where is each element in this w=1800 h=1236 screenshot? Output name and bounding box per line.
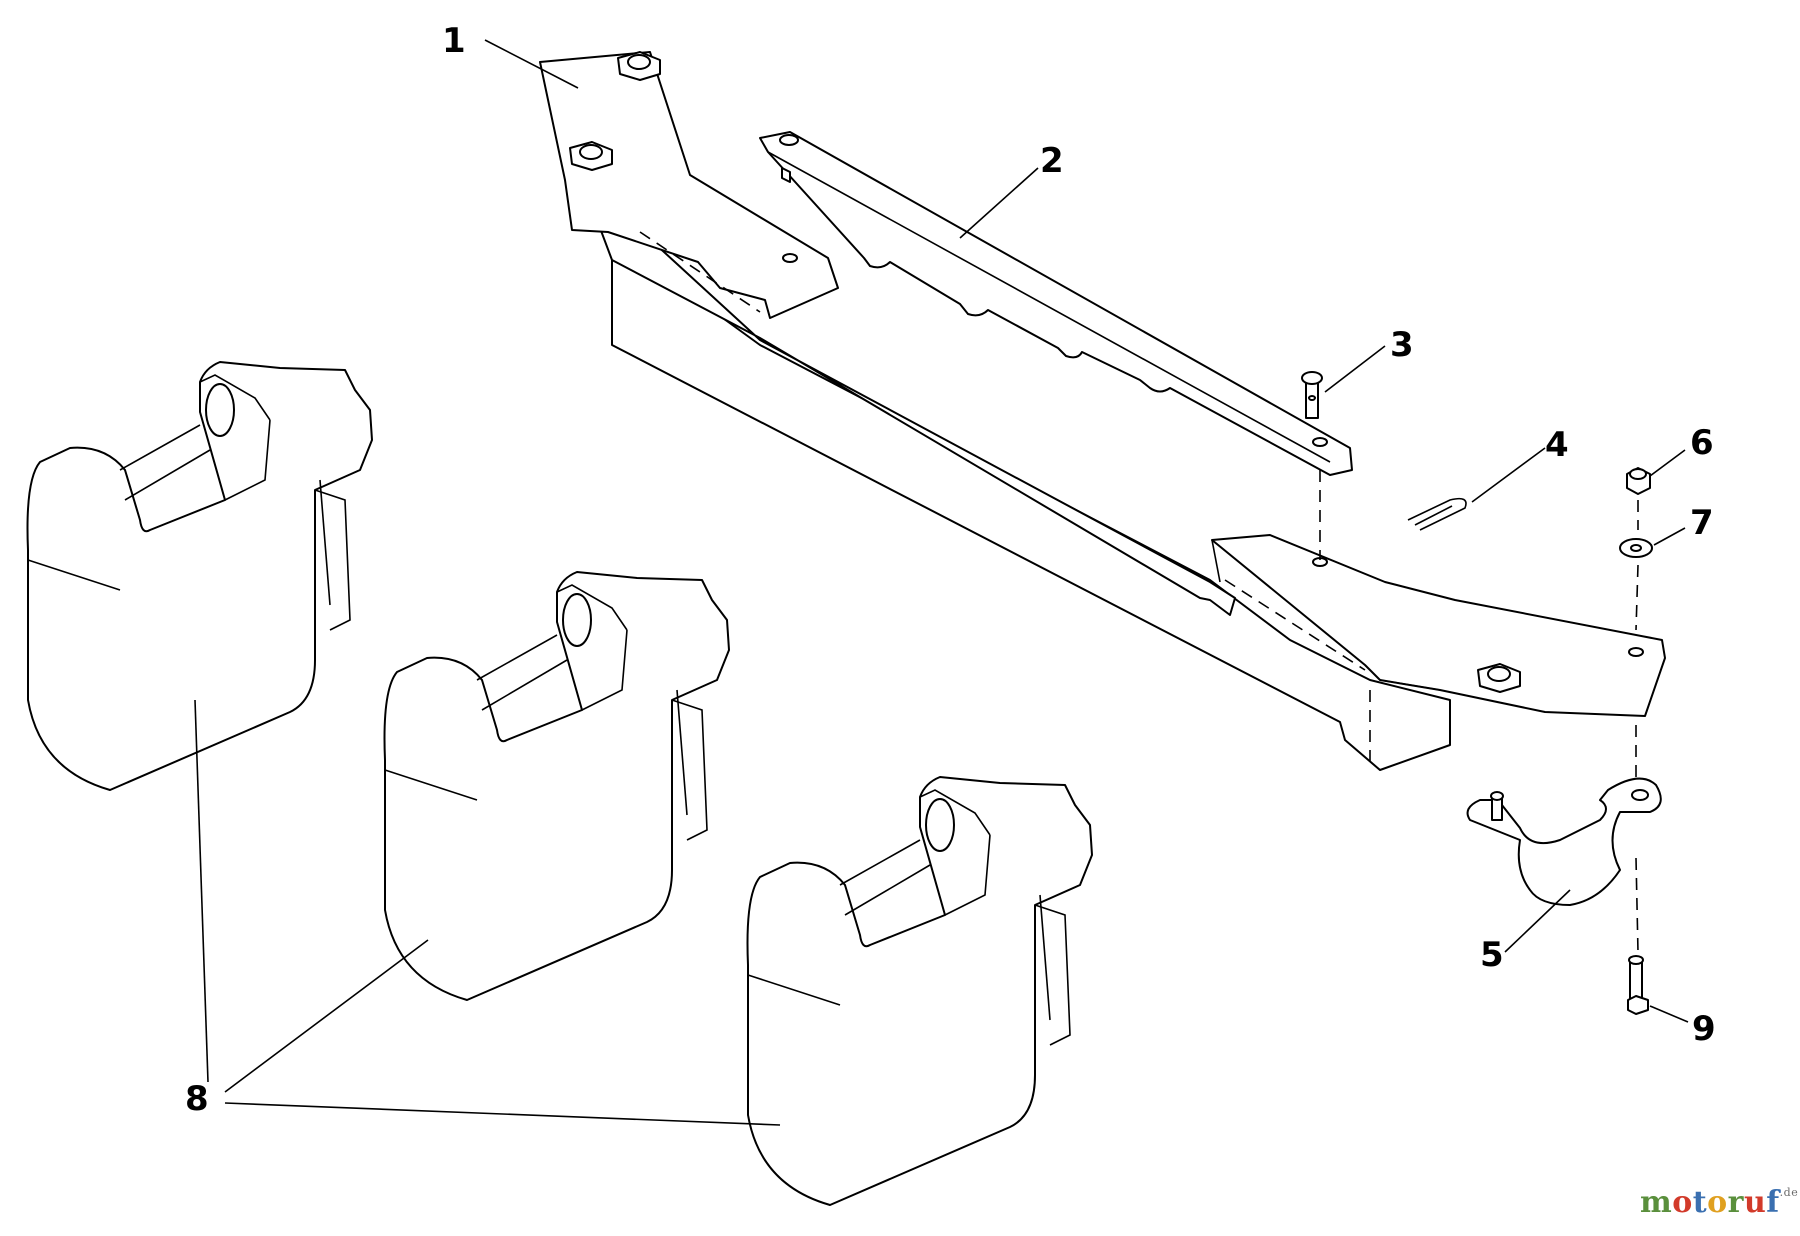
callout-4: 4 (1545, 425, 1569, 465)
callout-9: 9 (1692, 1009, 1716, 1049)
weight-bracket-bar (539, 51, 1666, 771)
suitcase-weight (746, 776, 1093, 1206)
hex-nut (1626, 467, 1651, 495)
mounting-hole (1628, 647, 1644, 657)
leader-line-1 (484, 39, 579, 89)
leader-line-3 (1324, 345, 1386, 393)
leader-line-8c (224, 1102, 781, 1126)
clevis-pin (1301, 371, 1323, 419)
leader-line-8a (194, 699, 209, 1083)
callout-3: 3 (1390, 325, 1414, 365)
mounting-hole (782, 253, 798, 263)
leader-line-9 (1649, 1005, 1689, 1023)
leader-line-6 (1649, 449, 1686, 477)
leader-line-7 (1653, 527, 1686, 546)
slotted-adjustment-bar (759, 131, 1353, 476)
pin-bracket (1466, 777, 1662, 906)
callout-1: 1 (442, 21, 466, 61)
callout-2: 2 (1040, 141, 1064, 181)
leader-line-2 (959, 167, 1039, 239)
watermark-letter: m (1640, 1185, 1673, 1220)
leader-line-5 (1504, 889, 1571, 953)
watermark-letter: o (1707, 1185, 1728, 1220)
watermark-letter: f (1766, 1185, 1780, 1220)
suitcase-weight (383, 571, 730, 1001)
callout-7: 7 (1690, 503, 1714, 543)
suitcase-weight (26, 361, 373, 791)
callout-6: 6 (1690, 423, 1714, 463)
callout-8: 8 (185, 1079, 209, 1119)
bolt-head (569, 141, 613, 171)
bolt-head (617, 51, 661, 81)
flat-washer (1619, 538, 1653, 558)
watermark-letter: u (1743, 1185, 1767, 1220)
hair-pin-clip (1407, 497, 1467, 531)
mounting-plate-right (1211, 534, 1666, 717)
bolt-head (1477, 663, 1521, 693)
mounting-plate-left (539, 51, 839, 319)
watermark-suffix: .de (1779, 1186, 1799, 1199)
leader-line-4 (1471, 447, 1546, 503)
watermark-letter: r (1727, 1185, 1744, 1220)
watermark-letter: o (1672, 1185, 1693, 1220)
leader-lines (194, 39, 1689, 1126)
leader-line-8b (224, 939, 429, 1093)
callout-5: 5 (1480, 935, 1504, 975)
hex-bolt (1627, 955, 1649, 1015)
watermark-letter: t (1692, 1185, 1708, 1220)
site-watermark: motoruf.de (1640, 1185, 1798, 1220)
